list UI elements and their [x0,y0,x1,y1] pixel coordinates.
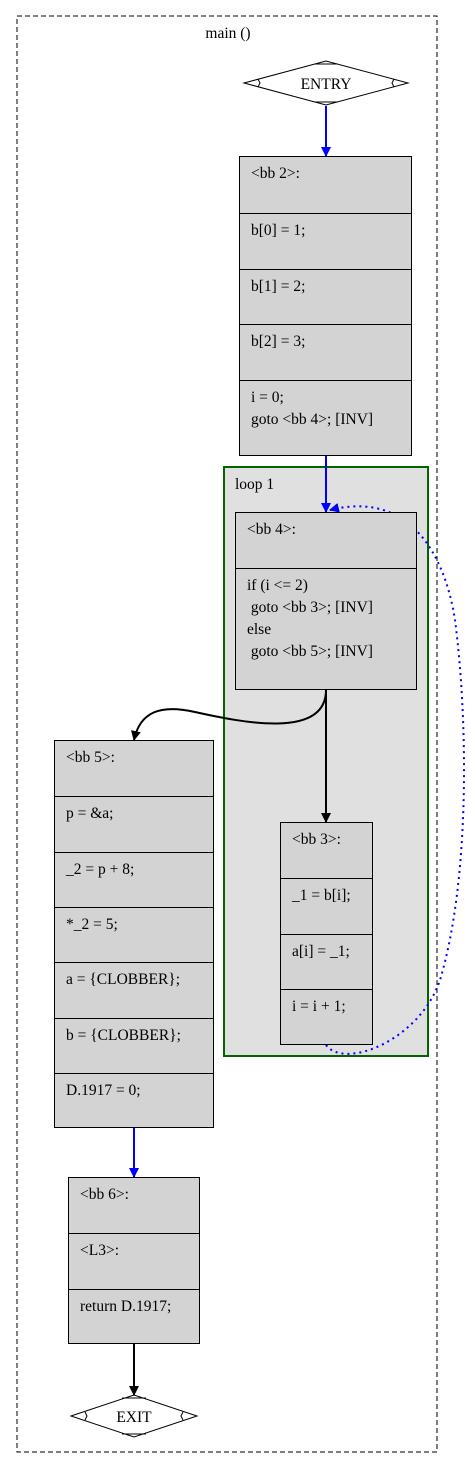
bb2-node: <bb 2>: b[0] = 1; b[1] = 2; b[2] = 3; i … [239,156,412,456]
exit-label: EXIT [116,1409,152,1426]
bb2-row: b[2] = 3; [240,324,411,380]
bb4-row: <bb 4>: [247,521,296,538]
main-cluster-title: main () [205,25,250,42]
entry-node: ENTRY [242,60,410,106]
bb5-row: b = {CLOBBER}; [55,1018,213,1073]
bb6-row: <L3>: [69,1233,199,1289]
bb6-row: return D.1917; [69,1289,199,1343]
bb3-row: _1 = b[i]; [281,878,372,934]
loop-cluster-title: loop 1 [235,476,274,493]
bb2-row: b[0] = 1; [240,213,411,269]
bb5-node: <bb 5>: p = &a; _2 = p + 8; *_2 = 5; a =… [54,740,214,1128]
bb6-row: <bb 6>: [80,1186,129,1203]
bb2-row: <bb 2>: [251,165,300,182]
bb5-row: a = {CLOBBER}; [55,962,213,1018]
bb5-row: <bb 5>: [66,749,115,766]
entry-label: ENTRY [301,76,352,93]
bb6-node: <bb 6>: <L3>: return D.1917; [68,1177,200,1344]
bb4-node: <bb 4>: if (i <= 2) goto <bb 3>; [INV] e… [235,512,417,690]
edge-bb4-bb5 [131,689,327,741]
exit-node: EXIT [69,1394,199,1438]
bb5-row: D.1917 = 0; [55,1073,213,1127]
bb4-row: if (i <= 2) goto <bb 3>; [INV] else goto… [236,568,416,689]
bb3-node: <bb 3>: _1 = b[i]; a[i] = _1; i = i + 1; [280,822,373,1045]
bb3-row: <bb 3>: [292,831,341,848]
main-cluster [16,15,438,1453]
bb2-row: b[1] = 2; [240,269,411,324]
bb5-row: p = &a; [55,796,213,852]
bb5-row: *_2 = 5; [55,907,213,962]
bb3-row: i = i + 1; [281,989,372,1044]
bb3-row: a[i] = _1; [281,934,372,989]
bb2-row: i = 0; goto <bb 4>; [INV] [240,380,411,455]
bb5-row: _2 = p + 8; [55,852,213,907]
